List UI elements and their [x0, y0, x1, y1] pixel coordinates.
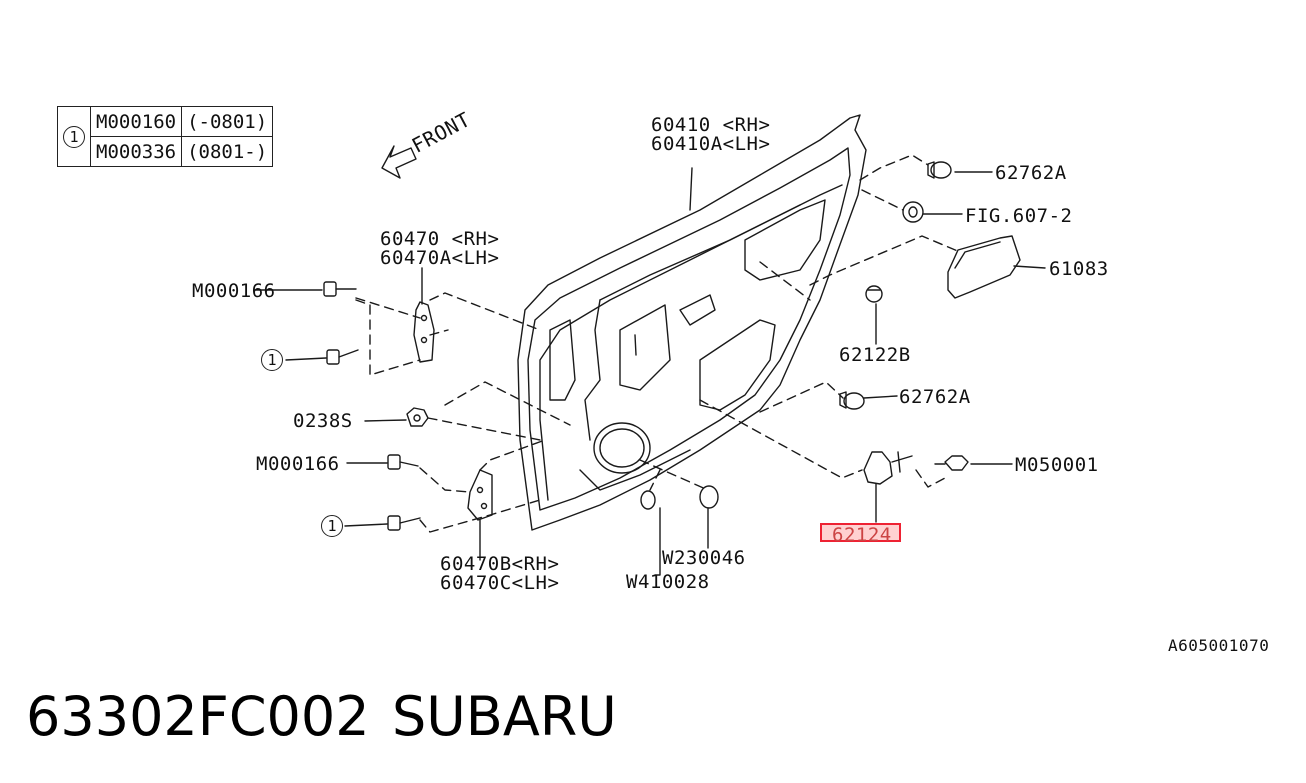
- legend-range-2: (0801-): [181, 136, 274, 167]
- circle-one-icon: 1: [63, 126, 85, 148]
- callout-fig-ref[interactable]: FIG.607-2: [965, 205, 1073, 227]
- legend-symbol-cell: 1: [57, 106, 91, 167]
- clip-icon: [865, 285, 883, 303]
- circle-one-lower-icon: 1: [321, 515, 343, 537]
- callout-plug-a[interactable]: W230046: [662, 547, 746, 569]
- bolt-circle-lower-icon: [387, 515, 421, 531]
- callout-screw[interactable]: M050001: [1015, 454, 1099, 476]
- callout-door-panel-rh[interactable]: 60410 <RH>: [651, 114, 771, 136]
- door-panel-drawing: [517, 114, 867, 531]
- callout-sealing-cover[interactable]: 61083: [1049, 258, 1109, 280]
- legend-part-2[interactable]: M000336: [89, 136, 183, 167]
- callout-door-panel-lh[interactable]: 60410A<LH>: [651, 133, 771, 155]
- grommet-icon: [902, 201, 924, 223]
- front-arrow-icon: [381, 145, 417, 179]
- callout-clip[interactable]: 62122B: [839, 344, 911, 366]
- leader-lines: [254, 171, 1046, 576]
- upper-hinge-drawing: [413, 301, 435, 363]
- callout-bumper-top[interactable]: 62762A: [995, 162, 1067, 184]
- callout-lower-hinge-lh[interactable]: 60470C<LH>: [440, 572, 560, 594]
- lower-hinge-drawing: [467, 469, 493, 521]
- plug-icon: [640, 490, 656, 510]
- brand-name: SUBARU: [392, 685, 617, 748]
- callout-bumper-mid[interactable]: 62762A: [899, 386, 971, 408]
- bumper-mid-icon: [839, 391, 865, 410]
- callout-upper-hinge-rh[interactable]: 60470 <RH>: [380, 228, 500, 250]
- highlight-box: [820, 523, 901, 542]
- sealing-cover-drawing: [947, 235, 1021, 299]
- diagram-code: A605001070: [1168, 636, 1270, 655]
- part-number: 63302FC002: [26, 685, 370, 748]
- plug-large-icon: [699, 485, 719, 509]
- legend-part-1[interactable]: M000160: [89, 106, 183, 137]
- callout-lower-hinge-rh[interactable]: 60470B<RH>: [440, 553, 560, 575]
- nut-icon: [406, 407, 429, 427]
- bolt-lower-icon: [387, 454, 419, 470]
- striker-icon: [863, 451, 913, 485]
- screw-icon: [934, 455, 969, 471]
- callout-plug-b[interactable]: W410028: [626, 571, 710, 593]
- circle-one-upper-icon: 1: [261, 349, 283, 371]
- dashed-assembly-lines: [355, 154, 961, 533]
- callout-bolt-upper[interactable]: M000166: [192, 280, 276, 302]
- legend-table: 1 M000160 (-0801) M000336 (0801-): [57, 106, 274, 167]
- bumper-top-icon: [927, 161, 952, 179]
- callout-striker[interactable]: 62124: [832, 524, 892, 546]
- callout-bolt-lower[interactable]: M000166: [256, 453, 340, 475]
- bolt-circle-upper-icon: [326, 349, 359, 365]
- callout-upper-hinge-lh[interactable]: 60470A<LH>: [380, 247, 500, 269]
- bolt-upper-icon: [323, 281, 357, 297]
- callout-nut[interactable]: 0238S: [293, 410, 353, 432]
